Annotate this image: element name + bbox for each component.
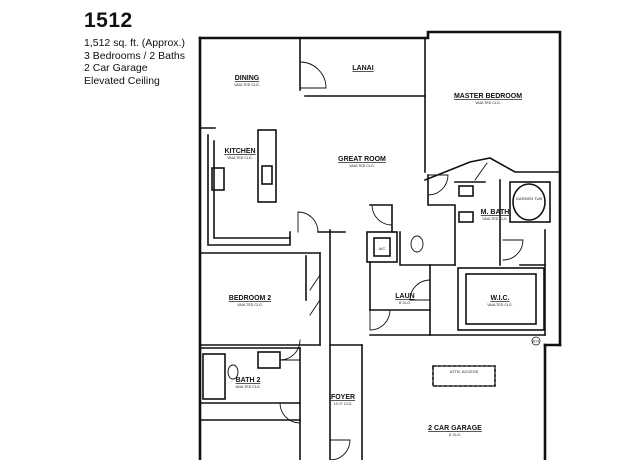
label-wic: W.I.C. xyxy=(490,295,509,302)
plan-info: 1512 1,512 sq. ft. (Approx.) 3 Bedrooms … xyxy=(84,8,185,88)
label-garage: 2 CAR GARAGE xyxy=(428,425,482,432)
label-foyer: FOYER xyxy=(331,394,355,401)
label-master-bedroom: MASTER BEDROOM xyxy=(454,93,522,100)
feature-ceiling: Elevated Ceiling xyxy=(84,74,160,87)
label-bedroom2: BEDROOM 2 xyxy=(229,295,272,302)
label-garden-tub: GARDEN TUB xyxy=(516,196,542,201)
label-ah: A/C xyxy=(379,246,386,251)
label-master-bedroom-clg: VAULTED CLG. xyxy=(475,101,500,105)
interior-walls xyxy=(199,37,561,460)
label-great-room-clg: VAULTED CLG. xyxy=(349,164,374,168)
label-foyer-clg: 10'-0" CLG. xyxy=(334,402,353,406)
label-attic-access: ATTIC ACCESS xyxy=(450,369,479,374)
label-great-room: GREAT ROOM xyxy=(338,156,386,163)
toilets xyxy=(227,235,424,380)
label-kitchen: KITCHEN xyxy=(224,148,255,155)
label-laundry-clg: 8' CLG. xyxy=(399,301,411,305)
label-bath2-clg: VAULTED CLG. xyxy=(235,385,260,389)
label-master-bath: M. BATH xyxy=(481,209,510,216)
label-bath2: BATH 2 xyxy=(236,377,261,384)
door-swings xyxy=(279,61,524,460)
label-laundry: LAUN xyxy=(395,293,414,300)
label-wh: W.H. xyxy=(532,339,541,344)
feature-sqft: 1,512 sq. ft. (Approx.) xyxy=(84,37,185,50)
plan-number: 1512 xyxy=(84,9,133,32)
feature-garage: 2 Car Garage xyxy=(84,62,148,75)
label-bedroom2-clg: VAULTED CLG. xyxy=(237,303,262,307)
exterior-walls xyxy=(198,30,562,460)
label-wic-clg: VAULTED CLG. xyxy=(487,303,512,307)
label-garage-clg: 8' CLG. xyxy=(449,433,461,437)
feature-bedrooms-baths: 3 Bedrooms / 2 Baths xyxy=(84,49,185,62)
label-dining-clg: VAULTED CLG. xyxy=(234,83,259,87)
label-lanai: LANAI xyxy=(352,65,373,72)
label-kitchen-clg: VAULTED CLG. xyxy=(227,156,252,160)
water-heater-icon xyxy=(531,336,541,346)
label-master-bath-clg: VAULTED CLG. xyxy=(482,217,507,221)
label-dining: DINING xyxy=(235,75,260,82)
